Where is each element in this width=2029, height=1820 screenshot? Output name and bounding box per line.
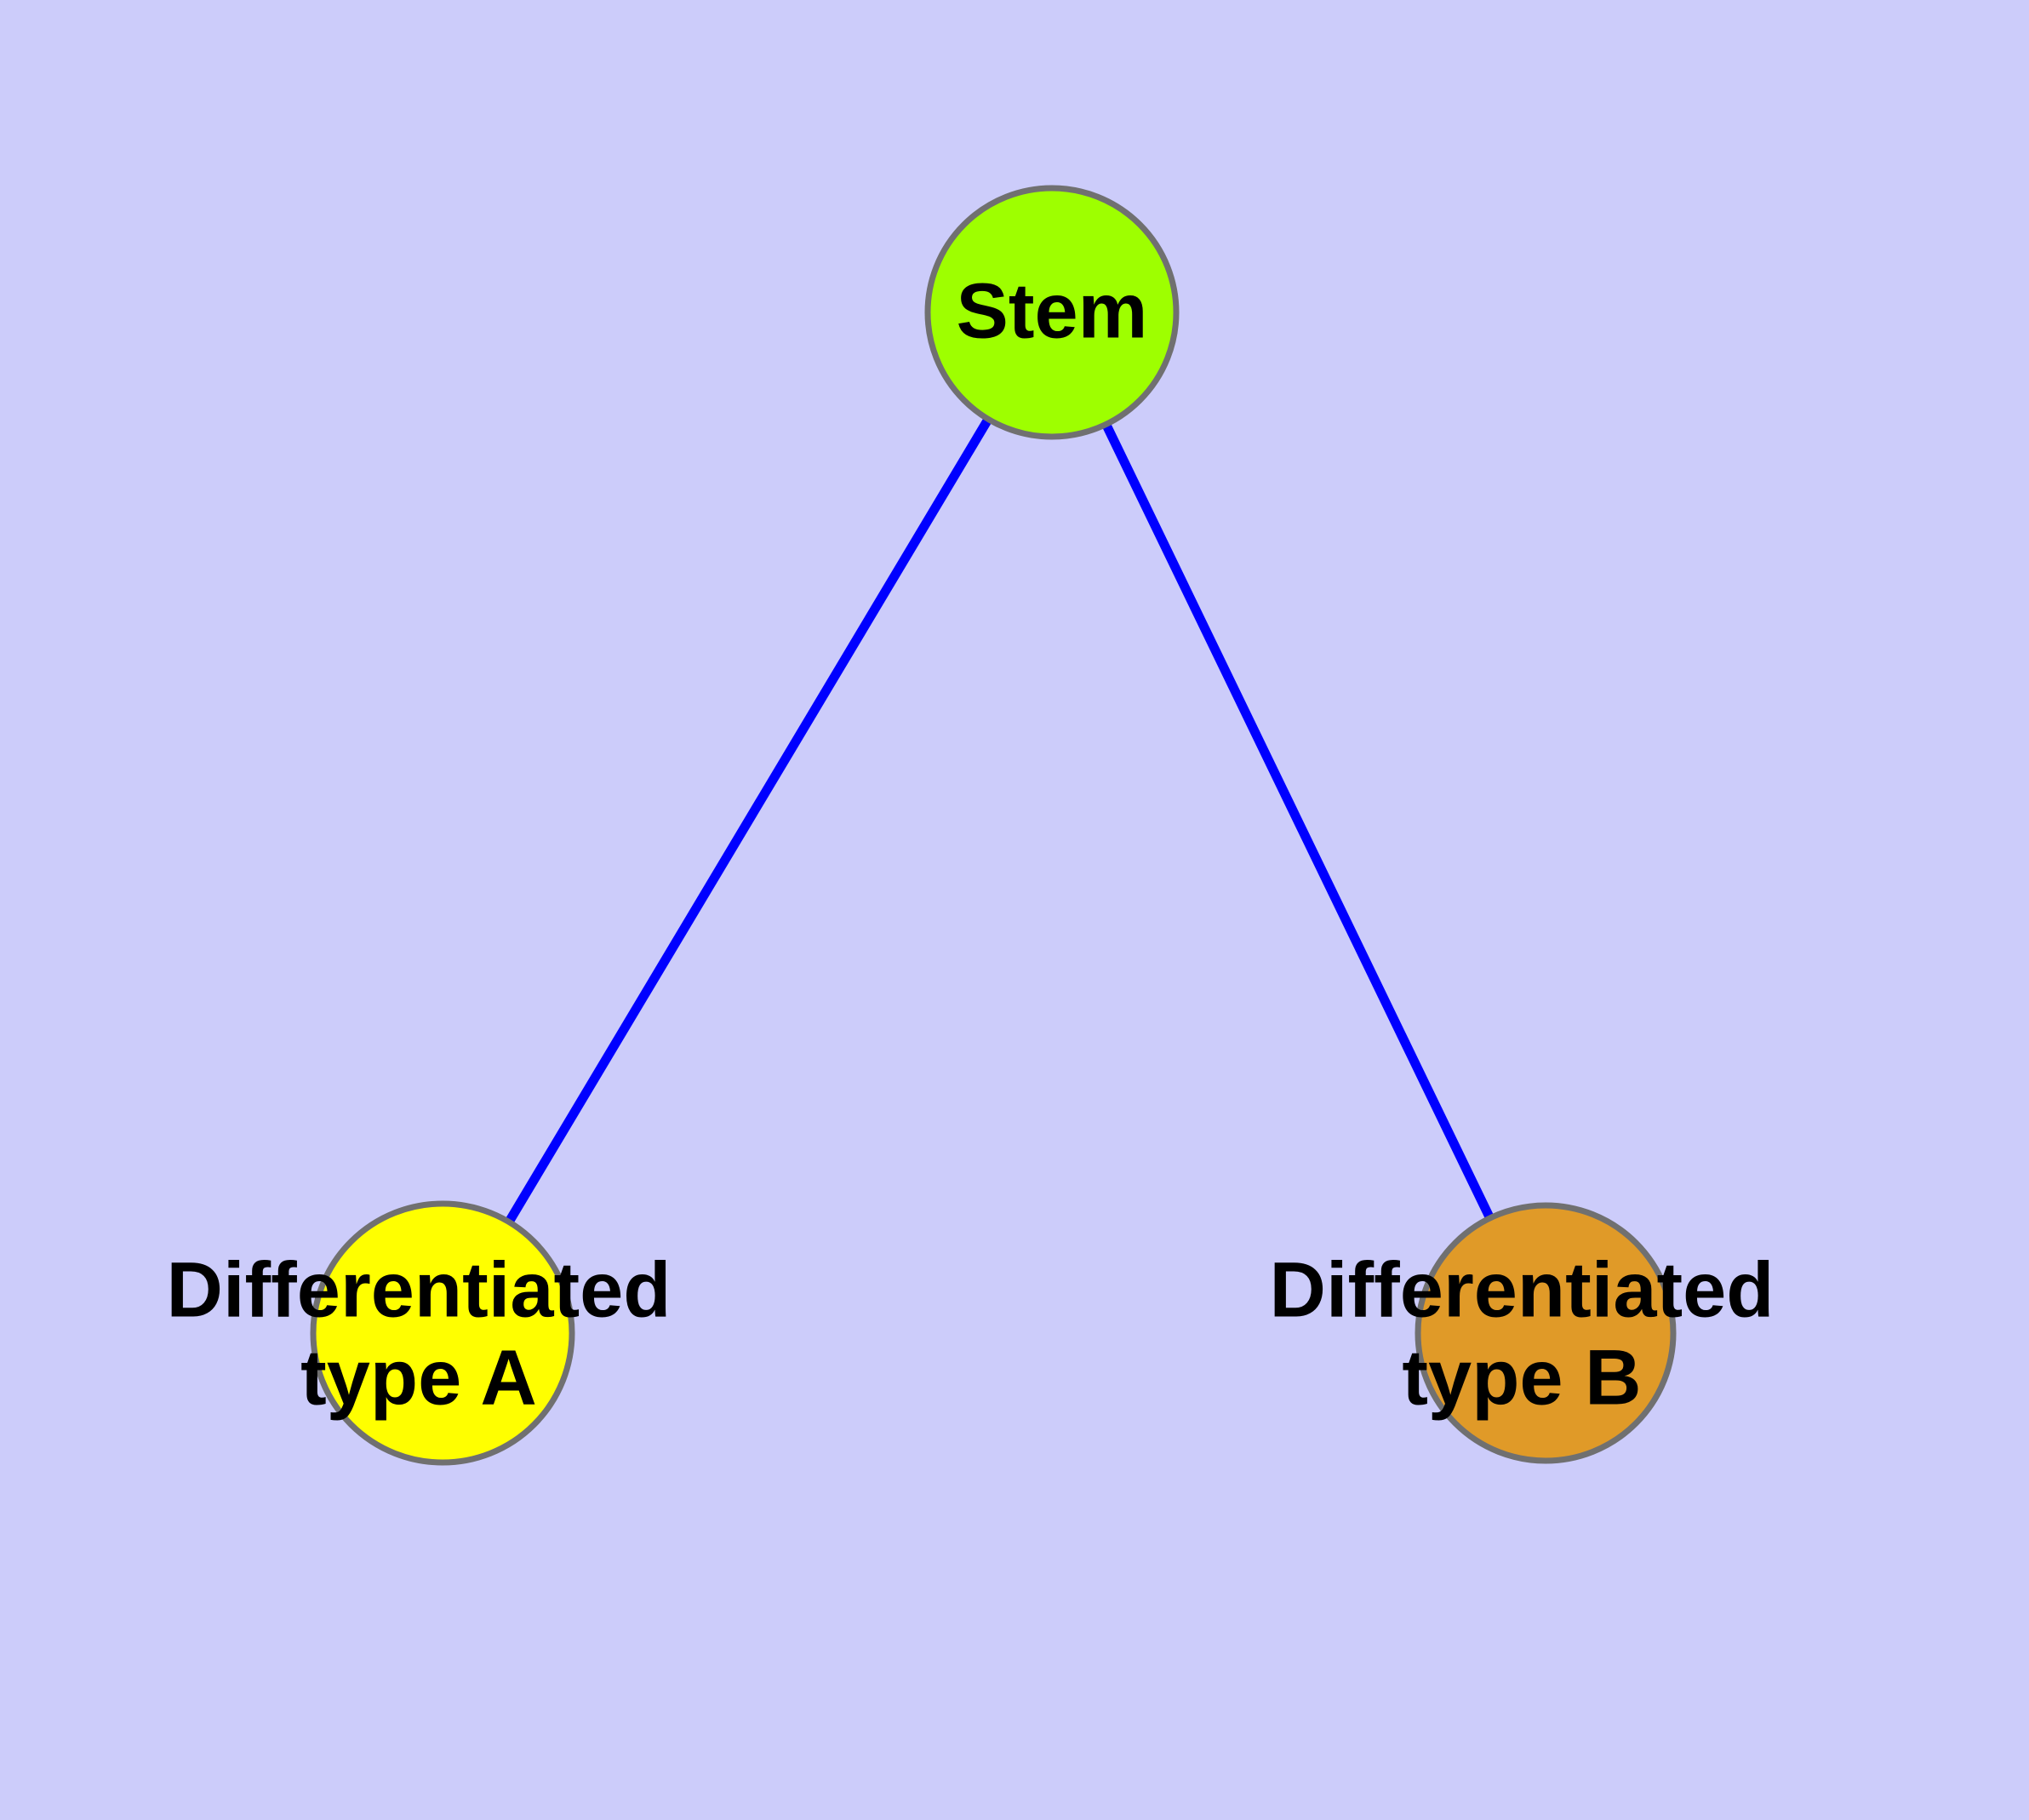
node-differentiated-type-b-label-line-2: type B: [1402, 1334, 1641, 1421]
node-differentiated-type-a-label-line-2: type A: [300, 1334, 537, 1421]
node-differentiated-type-b-label-line-1: Differentiated: [1270, 1246, 1775, 1333]
node-stem-label: Stem: [957, 267, 1148, 354]
node-differentiated-type-b-circle[interactable]: [1415, 1202, 1677, 1464]
node-differentiated-type-a-label-line-1: Differentiated: [167, 1246, 672, 1333]
label-layer: Stem Differentiated type A Differentiate…: [167, 267, 1775, 1421]
node-differentiated-type-a-label: Differentiated type A: [167, 1246, 672, 1421]
edge-stem-to-differentiated-type-a[interactable]: [438, 310, 1056, 1336]
node-stem-circle[interactable]: [924, 185, 1180, 440]
edge-layer: [438, 310, 1550, 1336]
node-differentiated-type-b-label: Differentiated type B: [1270, 1246, 1775, 1421]
node-stem[interactable]: [924, 185, 1180, 440]
node-layer: [310, 185, 1677, 1466]
edge-stem-to-differentiated-type-b[interactable]: [1048, 310, 1550, 1336]
node-differentiated-type-a[interactable]: [310, 1200, 575, 1466]
node-differentiated-type-b[interactable]: [1415, 1202, 1677, 1464]
node-differentiated-type-a-circle[interactable]: [310, 1200, 575, 1466]
